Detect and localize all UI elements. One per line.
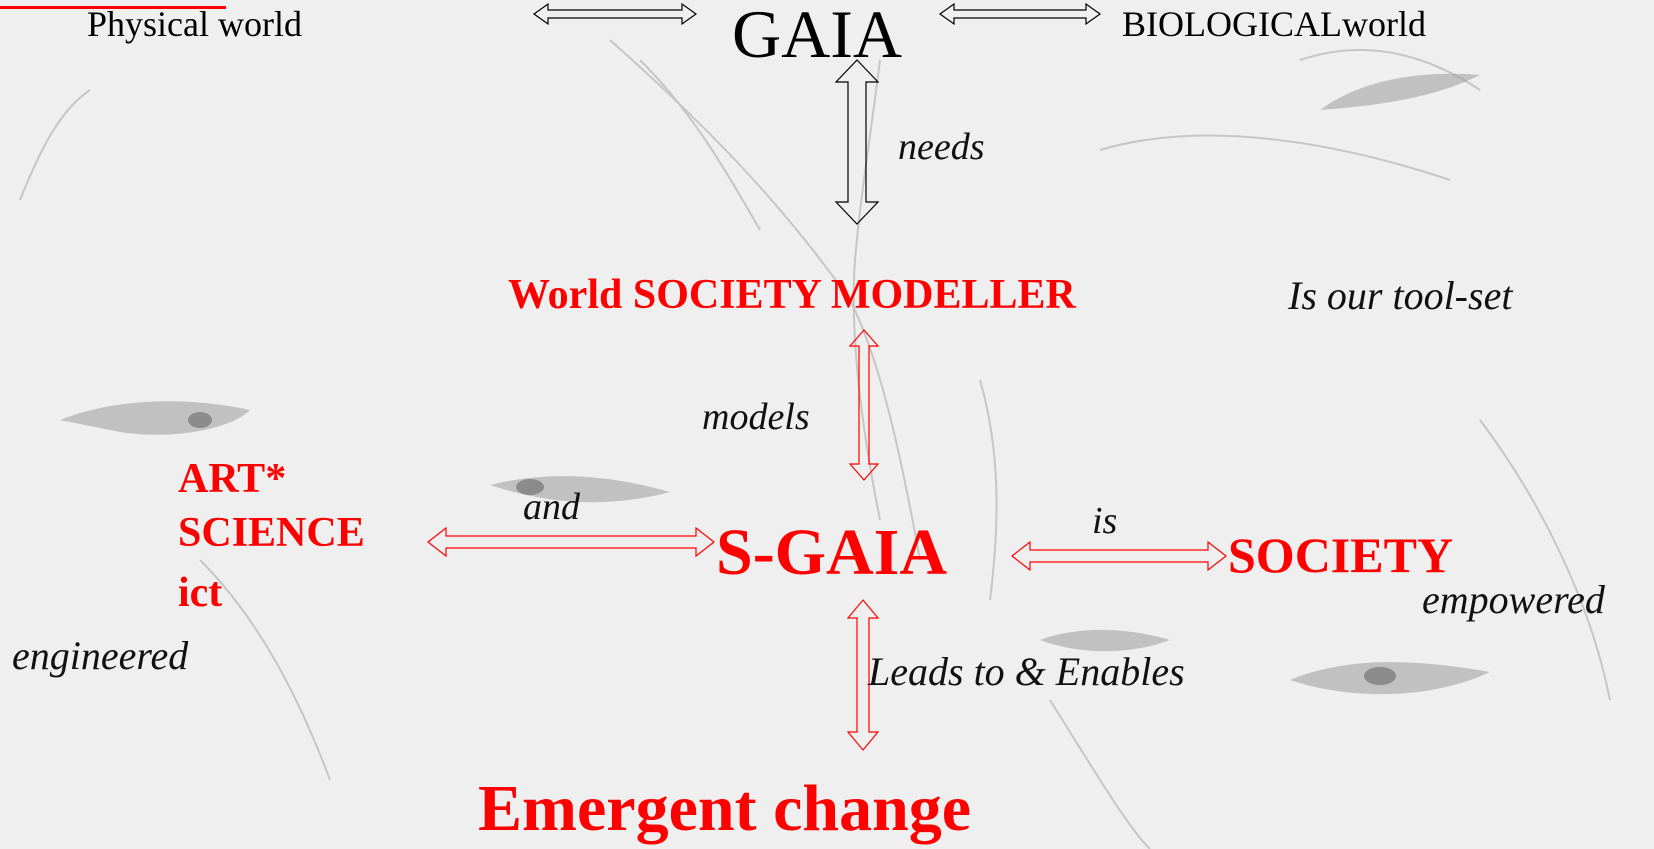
is-label: is	[1092, 500, 1118, 542]
and-label: and	[523, 486, 580, 528]
science-label: SCIENCE	[178, 510, 365, 556]
empowered-label: empowered	[1422, 577, 1605, 622]
ict-label: ict	[178, 570, 223, 616]
world-society-modeller: World SOCIETY MODELLER	[508, 272, 1076, 318]
gaia-title: GAIA	[732, 0, 902, 72]
tool-set-label: Is our tool-set	[1288, 273, 1513, 318]
physical-world-label: Physical world	[87, 4, 302, 44]
models-label: models	[702, 396, 810, 438]
society-label: SOCIETY	[1228, 527, 1454, 583]
biological-world-label: BIOLOGICALworld	[1122, 4, 1426, 44]
s-gaia-title: S-GAIA	[716, 516, 948, 589]
art-label: ART*	[178, 456, 287, 502]
emergent-change-title: Emergent change	[478, 772, 972, 845]
accent-line	[0, 6, 226, 9]
needs-label: needs	[898, 126, 985, 168]
leads-to-label: Leads to & Enables	[868, 649, 1185, 694]
engineered-label: engineered	[12, 633, 189, 678]
